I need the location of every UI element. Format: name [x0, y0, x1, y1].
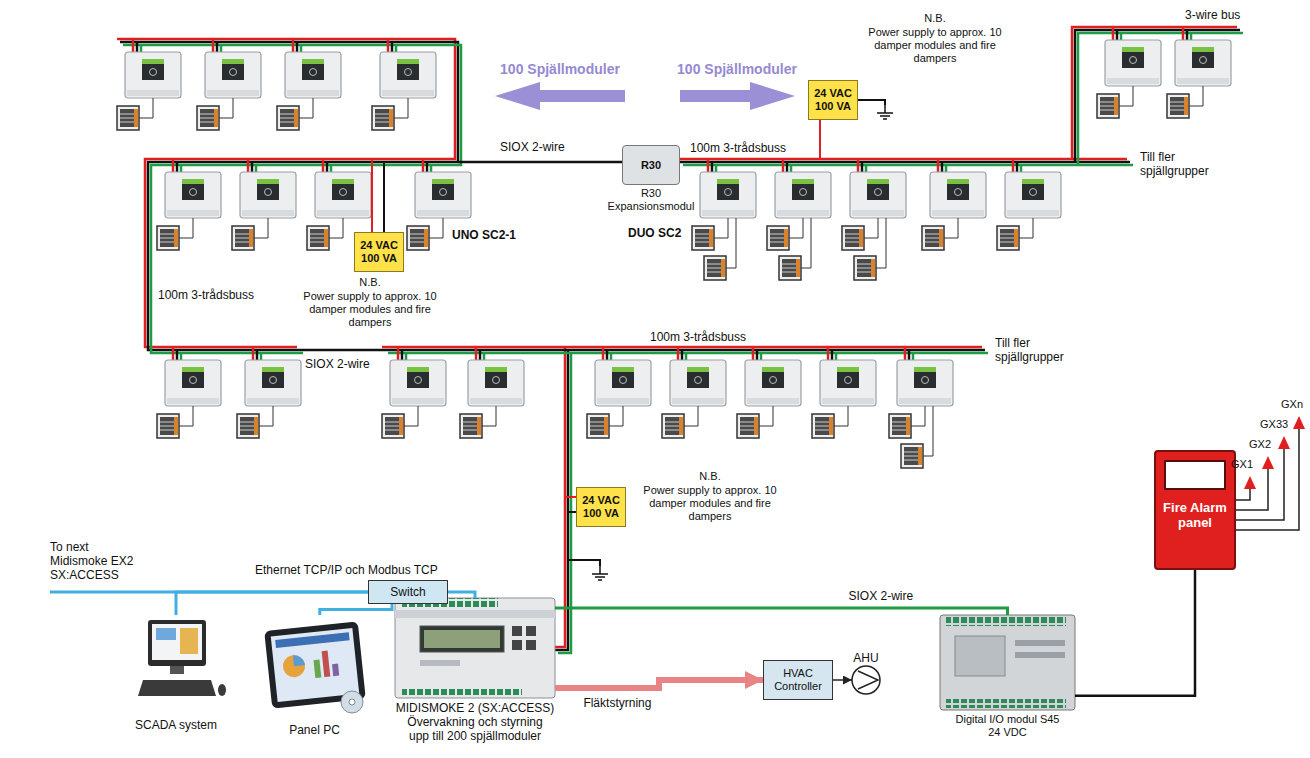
connector: [448, 592, 475, 598]
node-text: 24 VAC 100 VA: [809, 87, 857, 113]
caption: Digital I/O modul S45 24 VDC: [949, 713, 1067, 739]
node-content: 24 VAC 100 VA: [355, 233, 403, 271]
node-text: Panel PC: [260, 723, 370, 737]
bus-label: 100m 3-trådsbuss: [690, 141, 786, 155]
capacity-label: 100 Spjällmoduler: [490, 62, 630, 76]
bus-label: 3-wire bus: [1185, 8, 1240, 22]
panel-pc: [264, 621, 366, 713]
bus-label: 100m 3-trådsbuss: [158, 288, 254, 302]
expansion-module: R30R30 Expansionsmodul: [622, 145, 680, 185]
io-module-device: [940, 615, 1075, 710]
note-heading: N.B.: [640, 470, 780, 483]
connector: [555, 680, 763, 688]
panel-pc-node: Panel PC: [262, 615, 367, 720]
node-text: 24 VAC 100 VA: [355, 239, 403, 265]
caption: MIDISMOKE 2 (SX:ACCESS)Övervakning och s…: [389, 701, 561, 743]
power-wires: [372, 100, 885, 566]
note-text: Power supply to approx. 10 damper module…: [300, 290, 440, 329]
switch-box: Switch: [368, 580, 448, 604]
direction-arrows: [495, 82, 795, 110]
ground-symbol: [592, 566, 608, 580]
node-text: AHU: [846, 651, 886, 665]
node-content: HVAC Controller: [764, 661, 832, 699]
node-text: MIDISMOKE 2 (SX:ACCESS): [389, 701, 561, 715]
connector-label: Fläktstyrning: [581, 696, 653, 710]
note-heading: N.B.: [865, 12, 1005, 25]
node-content: R30: [623, 146, 679, 184]
caption: SCADA system: [121, 718, 231, 732]
node-text: Switch: [390, 585, 425, 599]
node-text: R30 Expansionsmodul: [601, 187, 701, 213]
power-supply: 24 VAC 100 VA: [808, 80, 858, 120]
detector-label: GX2: [1249, 437, 1271, 451]
scada-computer: [138, 620, 226, 696]
continuation-note: Till fler spjällgrupper: [1140, 150, 1225, 178]
hvac-box: HVAC Controller: [763, 660, 833, 700]
fire-detectors: [1235, 416, 1305, 530]
detector-label: GX1: [1231, 457, 1253, 471]
node-text: Digital I/O modul S45 24 VDC: [949, 713, 1067, 739]
module-type: DUO SC2: [628, 226, 681, 240]
power-supply: 24 VAC 100 VA: [354, 232, 404, 272]
computer-node: SCADA system: [140, 615, 212, 715]
module-type: UNO SC2-1: [452, 228, 516, 242]
ground-symbol: [877, 105, 893, 119]
node-content: Fire Alarm panel: [1156, 452, 1234, 568]
panel-display: [1164, 460, 1226, 490]
io-module-node: Digital I/O modul S45 24 VDC: [940, 615, 1075, 710]
note-text: Power supply to approx. 10 damper module…: [865, 26, 1005, 65]
note-text: Power supply to approx. 10 damper module…: [640, 484, 780, 523]
caption: Panel PC: [260, 723, 370, 737]
network-note: To next Midismoke EX2 SX:ACCESS: [50, 540, 145, 582]
bus-label: SIOX 2-wire: [305, 357, 370, 371]
bus-label: 100m 3-trådsbuss: [650, 330, 746, 344]
power-supply: 24 VAC 100 VA: [576, 487, 626, 527]
connector: [320, 604, 392, 615]
node-text: R30: [641, 159, 661, 171]
fire-panel: Fire Alarm panel: [1154, 450, 1236, 570]
caption: R30 Expansionsmodul: [601, 187, 701, 213]
three-wire-bus: [117, 27, 1243, 653]
node-text: HVAC Controller: [764, 667, 832, 693]
pump-circle: AHU: [852, 666, 880, 694]
node-content: 24 VAC 100 VA: [809, 81, 857, 119]
damper-modules: [117, 27, 1231, 468]
network-label: Ethernet TCP/IP och Modbus TCP: [255, 563, 438, 577]
connector: [833, 679, 852, 681]
connector: [555, 608, 1008, 615]
node-content: Switch: [369, 581, 447, 603]
bus-label: SIOX 2-wire: [500, 140, 565, 154]
detector-label: GX33: [1260, 417, 1288, 431]
continuation-note: Till fler spjällgrupper: [995, 336, 1080, 364]
connector-label: SIOX 2-wire: [846, 589, 915, 603]
ahu-pump: [852, 666, 880, 694]
midismoke-device: [395, 598, 555, 698]
node-content: 24 VAC 100 VA: [577, 488, 625, 526]
connector: [1075, 570, 1195, 696]
node-text: SCADA system: [121, 718, 231, 732]
controller-node: MIDISMOKE 2 (SX:ACCESS)Övervakning och s…: [395, 598, 555, 698]
detector-label: GXn: [1281, 397, 1303, 411]
node-text: Fire Alarm panel: [1156, 500, 1234, 530]
note-heading: N.B.: [300, 276, 440, 289]
capacity-label: 100 Spjällmoduler: [667, 62, 807, 76]
node-text: 24 VAC 100 VA: [577, 494, 625, 520]
caption: AHU: [846, 651, 886, 665]
node-text: Övervakning och styrning upp till 200 sp…: [400, 715, 550, 743]
connector: [176, 592, 368, 615]
